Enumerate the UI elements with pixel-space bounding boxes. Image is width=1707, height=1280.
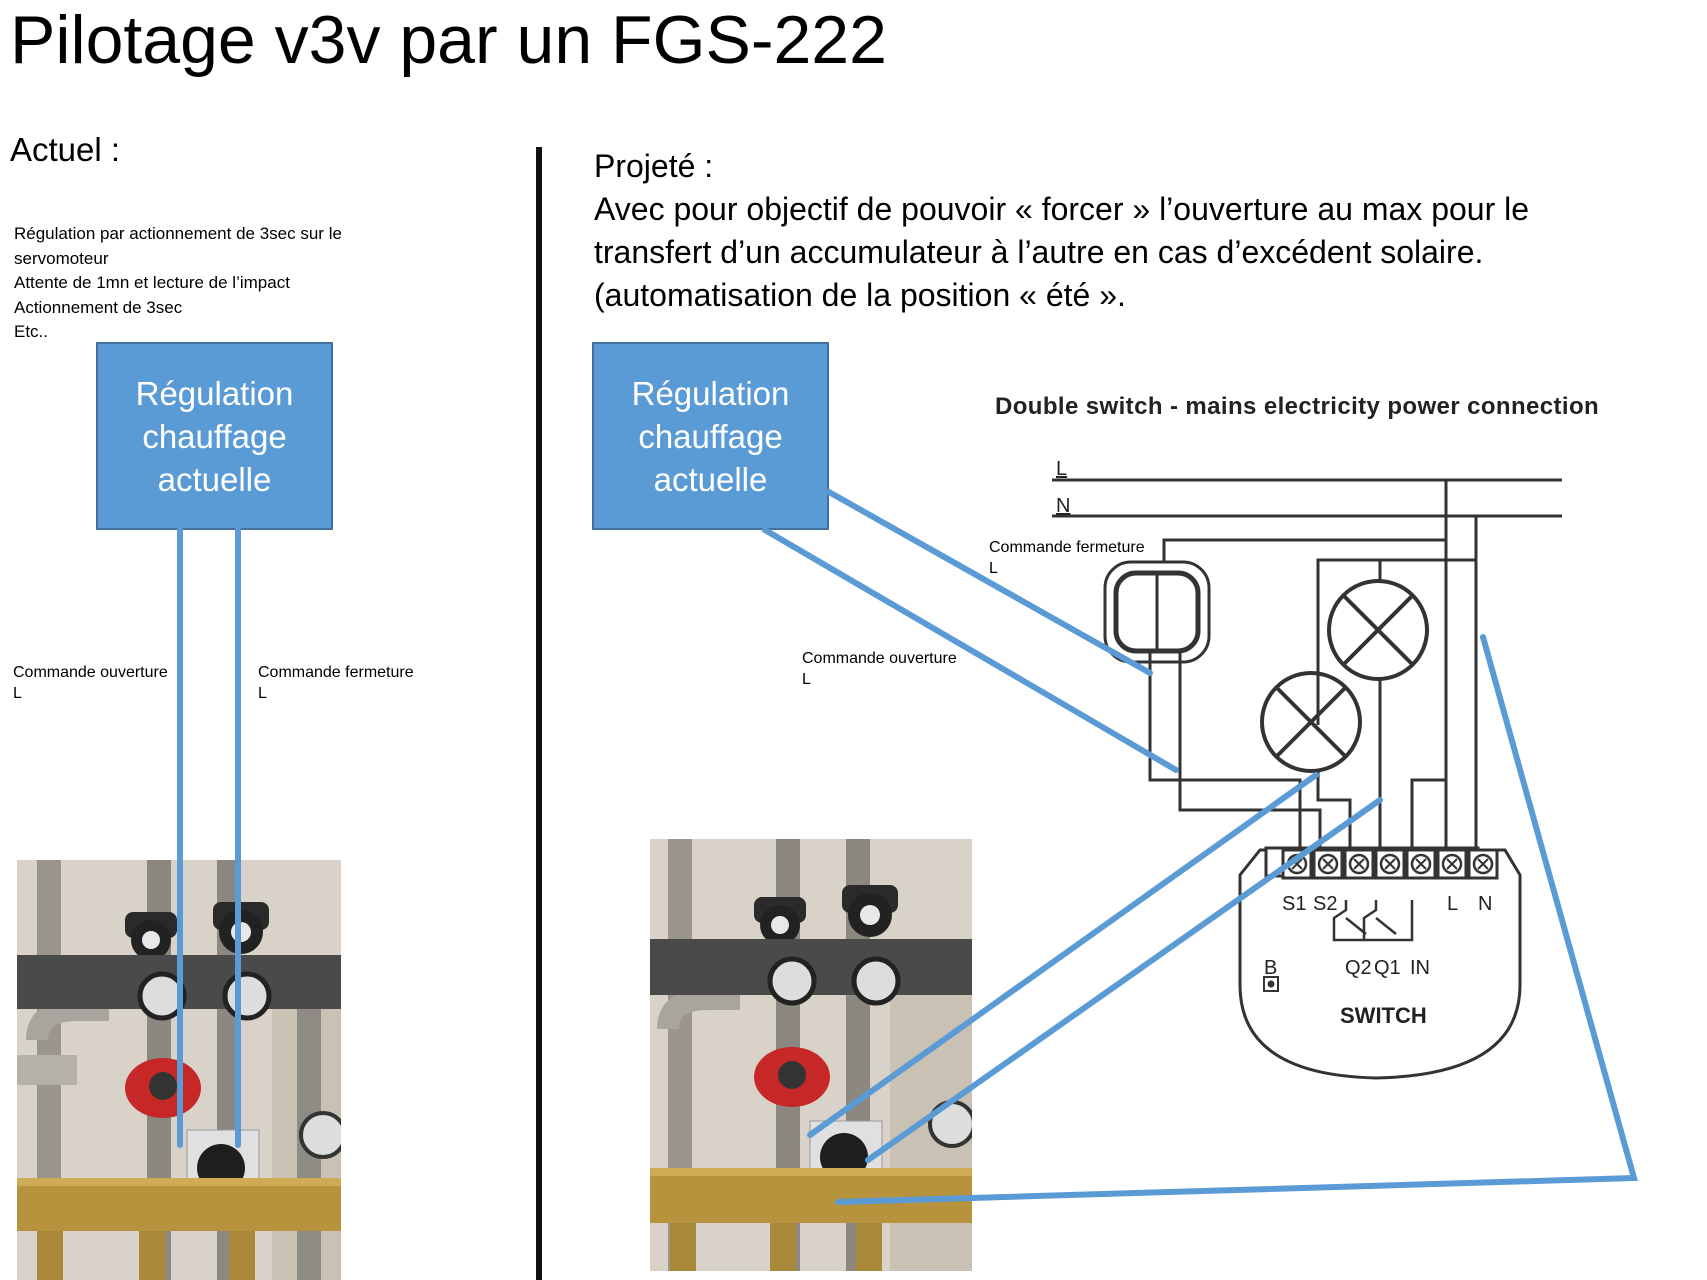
pin-q2-label: Q2 [1345, 957, 1372, 979]
terminal-screw-slot [1415, 858, 1427, 870]
pin-n-label: N [1478, 893, 1493, 915]
page-title: Pilotage v3v par un FGS-222 [10, 2, 887, 78]
wire-right-close [826, 489, 1153, 676]
wire-right-neutral-loop [835, 634, 1638, 1205]
label-close-line: L [989, 560, 998, 577]
pin-l-label: L [1447, 893, 1459, 915]
terminal-block [1281, 848, 1499, 880]
wire-n-lamps [1380, 516, 1478, 562]
label-open-command: Commande ouverture [802, 650, 957, 667]
section-divider [536, 147, 542, 1280]
current-regulation-box: Régulation chauffage actuelle [96, 342, 333, 530]
push-button-icon [1103, 560, 1211, 664]
projected-section-heading: Projeté : [594, 148, 714, 184]
projected-description-line-3: (automatisation de la position « été ». [594, 277, 1126, 313]
mains-n-label: N [1056, 495, 1071, 517]
terminal-screw-slot [1384, 858, 1396, 870]
wire-right-photo-2 [865, 797, 1383, 1163]
wire-lamp1-neutral [1316, 558, 1382, 725]
b-button-icon [1263, 976, 1279, 992]
wire-lamp1-q [1316, 770, 1352, 850]
terminal-screw-slot [1477, 858, 1489, 870]
terminal-screw-slot [1322, 858, 1334, 870]
pin-in-label: IN [1410, 957, 1430, 979]
mains-l-label: L [1056, 458, 1068, 480]
lamp-icon [1327, 579, 1429, 681]
terminal-screw-head [1348, 853, 1370, 875]
note-line: servomoteur [14, 248, 109, 268]
wire-button-s2 [1178, 650, 1322, 850]
wire-right-open [762, 527, 1179, 773]
terminal-screw-head [1379, 853, 1401, 875]
note-line: Actionnement de 3sec [14, 297, 183, 317]
wire-button-s1 [1148, 650, 1302, 850]
pin-b-label: B [1264, 957, 1278, 979]
wire-l-in [1410, 540, 1448, 850]
label-open-line: L [13, 685, 22, 702]
note-line: Régulation par actionnement de 3sec sur … [14, 224, 342, 243]
label-close-command: Commande fermeture [258, 664, 414, 681]
wire-l-to-button [1162, 480, 1448, 562]
relay-contacts [1332, 900, 1414, 942]
note-line: Attente de 1mn et lecture de l’impact [14, 273, 290, 292]
lamp-icon [1260, 671, 1362, 773]
label-open-command: Commande ouverture [13, 664, 168, 681]
label-open-line: L [802, 671, 811, 688]
note-line: Etc.. [14, 322, 49, 341]
terminal-screw-slot [1291, 858, 1303, 870]
terminal-screw-head [1472, 853, 1494, 875]
projected-regulation-box: Régulation chauffage actuelle [592, 342, 829, 530]
box-line: Régulation [631, 374, 790, 412]
terminal-screw-head [1410, 853, 1432, 875]
box-line: chauffage [142, 417, 287, 455]
label-close-line: L [258, 685, 267, 702]
box-line: chauffage [638, 417, 783, 455]
projected-description-line-1: Avec pour objectif de pouvoir « forcer »… [594, 191, 1530, 227]
pin-s2-label: S2 [1313, 893, 1338, 915]
box-line: actuelle [653, 460, 768, 498]
blue-wires [177, 489, 1638, 1205]
wire-right-photo-1 [807, 772, 1319, 1138]
box-line: actuelle [157, 460, 272, 498]
terminal-screw-head [1441, 853, 1463, 875]
current-section-heading: Actuel : [10, 131, 121, 168]
pin-q1-label: Q1 [1374, 957, 1401, 979]
terminal-screw-head [1317, 853, 1339, 875]
switch-module-label: SWITCH [1340, 1003, 1427, 1028]
b-button-dot [1267, 980, 1275, 988]
label-close-command: Commande fermeture [989, 539, 1145, 556]
diagram-title: Double switch - mains electricity power … [995, 393, 1600, 420]
box-line: Régulation [135, 374, 294, 412]
terminal-screw-slot [1446, 858, 1458, 870]
mains-wiring [1052, 478, 1562, 850]
pin-s1-label: S1 [1282, 893, 1307, 915]
terminal-screw-slot [1353, 858, 1365, 870]
projected-description-line-2: transfert d’un accumulateur à l’autre en… [594, 234, 1484, 270]
current-notes: Régulation par actionnement de 3sec sur … [14, 222, 342, 345]
